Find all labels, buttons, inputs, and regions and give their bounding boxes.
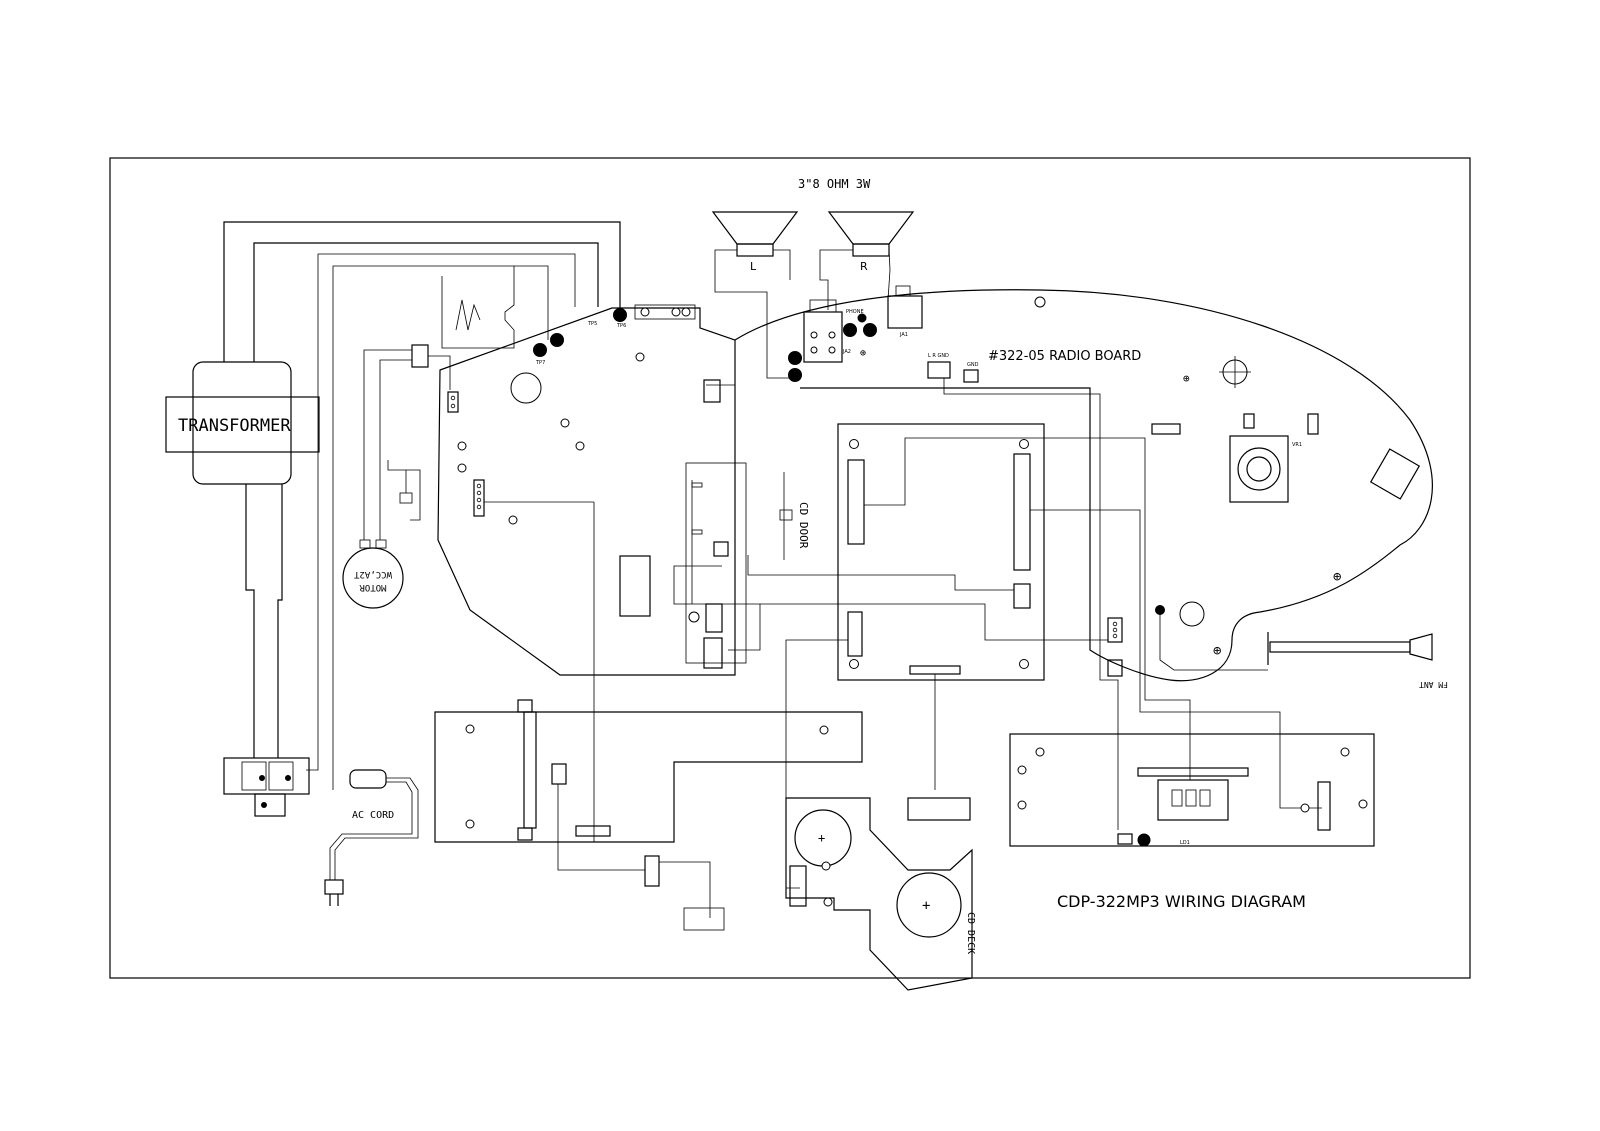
diagram-title: CDP-322MP3 WIRING DIAGRAM [1057,892,1306,911]
connector-cn112 [575,825,611,837]
tp-9 [788,368,802,382]
motor-connector [411,344,429,368]
connector-cn101a1 [1107,617,1123,643]
svg-text:+: + [818,831,825,845]
led-label: LD1 [1180,840,1190,846]
svg-text:+: + [922,898,930,914]
speaker-left: L [711,211,799,273]
ac-cord-label: AC CORD [352,810,394,821]
cd-door-label: CD DOOR [797,502,810,549]
connector-cn105 [447,391,459,413]
connector-cn108 [927,361,951,379]
connector-cn102 [517,699,537,841]
speaker-right-label: R [860,260,868,273]
tp-12 [1155,605,1165,615]
tp-7 [533,343,547,357]
jack2-label: JA2 [842,349,851,355]
tp-6-label: TP6 [616,323,626,329]
connector-cn109 [963,369,979,383]
tp-5 [613,308,627,322]
vr-label: VR1 [1292,442,1302,448]
main-board [437,307,736,676]
central-board [837,423,1045,681]
connector-cn201 [847,453,1031,571]
connector-cn104 [703,637,723,669]
cd-door-board [685,462,747,664]
tp-5-label: TP5 [587,321,597,327]
svg-text:⊕: ⊕ [860,348,866,359]
connector-cn101a1-main [473,479,485,517]
cd-deck-label: CD DECK [965,912,976,954]
svg-text:⊕: ⊕ [1333,569,1342,585]
ac-cord: AC CORD [324,769,419,906]
cd-deck: + + CD DECK [785,797,976,991]
volume-control: VR1 [1229,435,1302,503]
phone-label: PHONE [846,309,864,315]
jack1-label: JA1 [899,332,908,338]
fm-ant-label: FM ANT [1419,680,1448,689]
motor-label: MOTOR [359,582,387,592]
connector-cn108a1 [713,541,729,557]
tp-11 [863,323,877,337]
gnd-label: GND [967,362,979,368]
speaker-left-label: L [750,260,757,273]
diagram-frame [109,157,1471,979]
lr-gnd-label: L R GND [928,353,949,359]
motor-switch [399,492,413,504]
motor-model-label: WCC,A2T [353,569,392,579]
connector-cn101 [703,379,721,403]
speaker-spec-label: 3"8 OHM 3W [798,177,871,191]
speaker-right: R [827,211,915,273]
motor: MOTOR WCC,A2T [342,539,404,609]
tp-10 [843,323,857,337]
svg-text:⊕: ⊕ [1183,372,1190,385]
svg-text:⊕: ⊕ [1213,643,1222,659]
radio-board-label: #322-05 RADIO BOARD [988,349,1141,364]
connector-cn103 [688,603,723,633]
fm-antenna: FM ANT [1267,632,1448,689]
power-socket [223,757,310,817]
transformer-label: TRANSFORMER [178,416,291,436]
power-board [434,711,863,843]
led-indicator [1137,833,1151,847]
radio-board [734,289,1433,682]
display-board [1009,733,1375,847]
phone-jack [803,299,843,363]
aux-jack [887,285,923,329]
display-connector [1137,767,1249,821]
transformer: TRANSFORMER [165,361,320,485]
tp-8 [788,351,802,365]
tp-7-label: TP7 [535,360,545,366]
connector-cn110 [551,763,567,785]
connector-cn401 [847,611,863,657]
tp-6 [550,333,564,347]
connector-cn107 [1317,781,1331,831]
